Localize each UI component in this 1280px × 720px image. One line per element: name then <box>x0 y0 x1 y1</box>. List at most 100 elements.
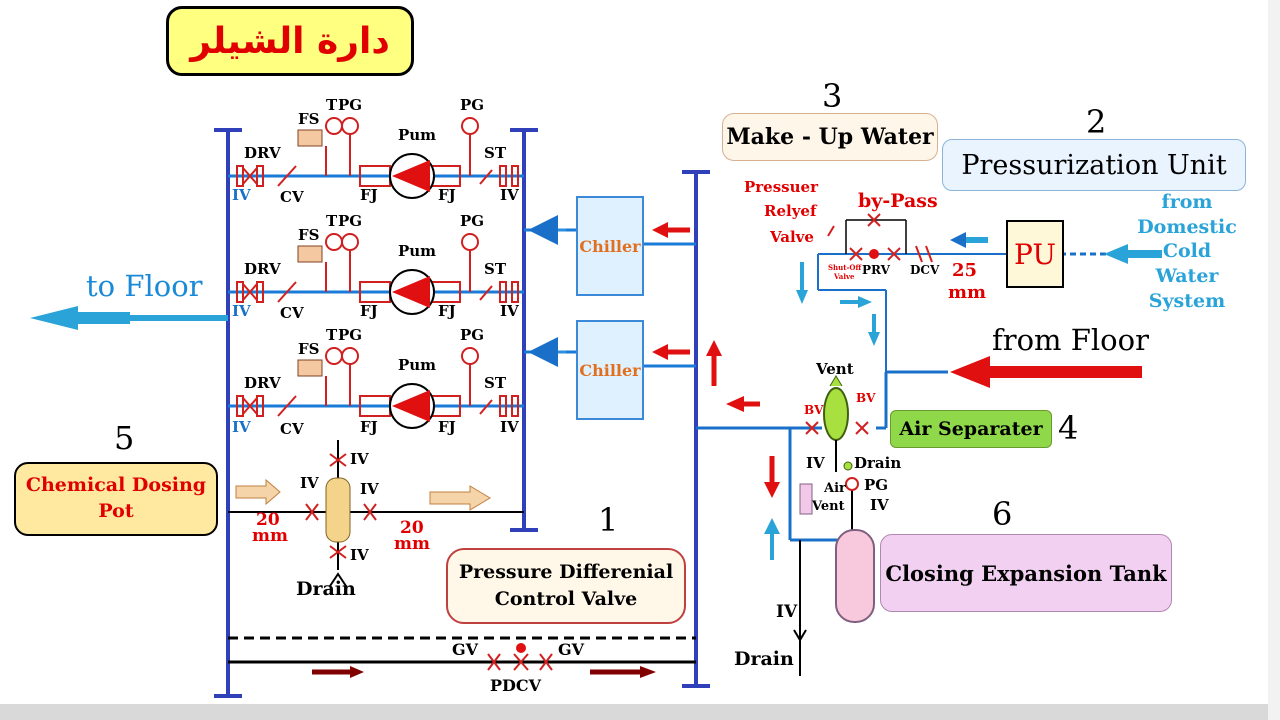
pg-label-2b: PG <box>460 212 485 230</box>
drv-label-1: DRV <box>244 144 281 162</box>
pump-row-1 <box>228 117 524 199</box>
cv-label-1: CV <box>280 188 304 206</box>
domestic-line3: Water <box>1155 265 1219 288</box>
domestic-water-label: from Domestic Cold Water System <box>1112 190 1262 313</box>
air-separater-box: Air Separater <box>890 410 1052 448</box>
air-label: Air <box>824 481 846 496</box>
right-band <box>1268 0 1280 720</box>
to-floor-arrow <box>30 306 228 330</box>
fj-label-3a: FJ <box>360 418 378 436</box>
from-floor-label: from Floor <box>992 323 1149 357</box>
pg-label-3b: PG <box>460 326 485 344</box>
drv-label-3: DRV <box>244 374 281 392</box>
expansion-piping <box>696 340 1142 676</box>
pg-label-1a: PG <box>338 96 363 114</box>
pum-label-1: Pum <box>398 126 437 144</box>
st-label-1: ST <box>484 144 506 162</box>
st-label-2: ST <box>484 260 506 278</box>
fs-label-3: FS <box>298 340 320 358</box>
iv-dosing-left: IV <box>300 474 319 492</box>
page-title: دارة الشيلر <box>166 6 414 76</box>
pum-label-3: Pum <box>398 356 437 374</box>
pdcv-line2: Control Valve <box>494 588 638 610</box>
fs-label-2: FS <box>298 226 320 244</box>
pg-label-1b: PG <box>460 96 485 114</box>
size-20-right: 20 <box>400 518 424 538</box>
bv-left: BV <box>804 403 824 417</box>
vent-label: Vent <box>816 360 854 378</box>
pu-box: PU <box>1006 220 1064 288</box>
drain-bottom: Drain <box>734 648 794 670</box>
iv-label-3a: IV <box>232 418 251 436</box>
cv-label-3: CV <box>280 420 304 438</box>
makeup-piping <box>796 213 1162 372</box>
iv-label-3b: IV <box>500 418 519 436</box>
fj-label-1a: FJ <box>360 186 378 204</box>
pum-label-2: Pum <box>398 242 437 260</box>
domestic-line1: from Domestic <box>1137 191 1237 238</box>
dcv-tag: DCV <box>910 263 940 277</box>
prv-tag: PRV <box>862 263 890 277</box>
chiller-2: Chiller <box>576 320 644 420</box>
number-5: 5 <box>114 419 135 457</box>
iv-label-1b: IV <box>500 186 519 204</box>
t-label-1: T <box>326 96 338 114</box>
prv-label-3: Valve <box>770 228 814 246</box>
pump-row-3 <box>228 347 524 429</box>
bottom-band <box>0 704 1280 720</box>
chemical-dosing-loop <box>228 440 524 587</box>
bypass-lines <box>228 636 696 678</box>
iv-label-1a: IV <box>232 186 251 204</box>
chiller-piping <box>524 215 696 368</box>
drv-label-2: DRV <box>244 260 281 278</box>
iv-dosing-bottom: IV <box>350 546 369 564</box>
chemical-dosing-line2: Pot <box>98 500 134 522</box>
iv-drain-bottom: IV <box>776 602 798 622</box>
iv-label-2a: IV <box>232 302 251 320</box>
prv-label-1: Pressuer <box>744 178 818 196</box>
size-25-unit: mm <box>948 282 987 303</box>
chiller-1: Chiller <box>576 196 644 296</box>
iv-dosing-top: IV <box>350 450 369 468</box>
drain-dosing: Drain <box>296 578 356 600</box>
shutoff-label-2: Valve <box>834 272 855 281</box>
chemical-dosing-line1: Chemical Dosing <box>25 474 207 497</box>
domestic-line2: Cold <box>1162 240 1212 263</box>
size-20-right-unit: mm <box>394 534 430 554</box>
size-20-left-unit: mm <box>252 526 288 546</box>
fj-label-2b: FJ <box>438 302 456 320</box>
iv-dosing-right: IV <box>360 480 379 498</box>
supply-header <box>214 128 242 698</box>
pump-row-2 <box>228 233 524 315</box>
fj-label-2a: FJ <box>360 302 378 320</box>
gv-left: GV <box>452 640 479 659</box>
drain-separator: Drain <box>854 454 902 472</box>
gv-right: GV <box>558 640 585 659</box>
cv-label-2: CV <box>280 304 304 322</box>
iv-expansion: IV <box>870 496 889 514</box>
t-label-2: T <box>326 212 338 230</box>
pg-expansion: PG <box>864 476 889 494</box>
number-3: 3 <box>822 77 843 115</box>
number-4: 4 <box>1058 409 1079 447</box>
makeup-water-box: Make - Up Water <box>722 113 938 161</box>
number-1: 1 <box>598 501 619 539</box>
fj-label-1b: FJ <box>438 186 456 204</box>
st-label-3: ST <box>484 374 506 392</box>
prv-label-2: Relyef <box>764 202 817 220</box>
number-2: 2 <box>1086 103 1107 141</box>
bypass-label: by-Pass <box>858 190 938 212</box>
bv-right: BV <box>856 391 876 405</box>
pdcv-line1: Pressure Differenial <box>458 561 674 584</box>
domestic-line4: System <box>1148 289 1226 312</box>
pdcv-tag: PDCV <box>490 676 542 695</box>
size-25-label: 25 <box>952 260 978 281</box>
pressurization-unit-box: Pressurization Unit <box>942 139 1246 191</box>
size-20-left: 20 <box>256 510 280 530</box>
fj-label-3b: FJ <box>438 418 456 436</box>
pg-label-2a: PG <box>338 212 363 230</box>
